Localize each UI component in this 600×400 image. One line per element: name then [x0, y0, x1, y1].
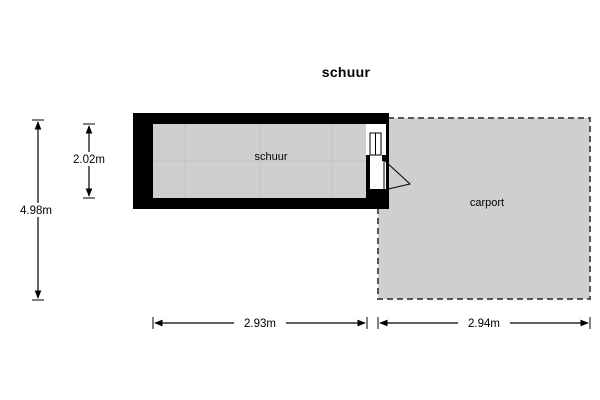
- carport-label: carport: [470, 197, 504, 209]
- dimension-shed-depth-label: 2.02m: [73, 154, 105, 166]
- dimension-shed-width-label: 2.93m: [244, 318, 276, 330]
- shed-label: schuur: [254, 151, 287, 163]
- page-title: schuur: [321, 64, 371, 80]
- shed-floor-grid: [153, 124, 366, 198]
- carport-area[interactable]: carport: [377, 117, 591, 300]
- window: [369, 132, 382, 156]
- dimension-total-depth: 4.98m: [12, 119, 64, 301]
- dimension-total-depth-label: 4.98m: [20, 205, 52, 217]
- shed-room[interactable]: schuur: [133, 113, 412, 209]
- carport-outline: [377, 117, 591, 300]
- dimension-shed-width: 2.93m: [152, 316, 368, 330]
- door[interactable]: [383, 159, 412, 191]
- dimension-carport-width-label: 2.94m: [468, 318, 500, 330]
- dimension-carport-width: 2.94m: [377, 316, 591, 330]
- dimension-shed-depth: 2.02m: [63, 123, 115, 199]
